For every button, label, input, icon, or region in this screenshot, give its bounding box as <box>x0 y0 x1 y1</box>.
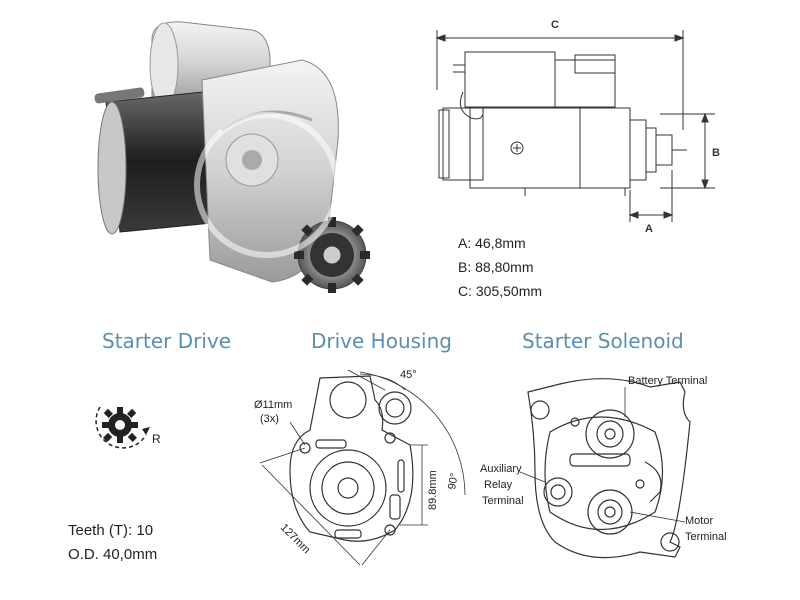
hole-size-label: Ø11mm <box>254 399 292 411</box>
starter-drive-title: Starter Drive <box>102 329 232 353</box>
dimension-b-label: B <box>712 147 720 159</box>
drive-housing-drawing: 45° 90° 89.8mm 127mm Ø11mm (3x) <box>254 369 466 566</box>
teeth-count: Teeth (T): 10 <box>68 522 154 539</box>
dimension-b-value: B: 88,80mm <box>458 259 534 275</box>
battery-terminal-label: Battery Terminal <box>628 375 707 387</box>
starter-motor-photo <box>94 21 370 293</box>
auxiliary-label-line2: Relay <box>484 479 513 491</box>
auxiliary-label-line1: Auxiliary <box>480 463 522 475</box>
pinion-gear-icon: R <box>95 406 161 449</box>
dimension-a-label: A <box>645 223 653 235</box>
starter-solenoid-title: Starter Solenoid <box>522 329 684 353</box>
hole-count-label: (3x) <box>260 413 279 425</box>
angle-45-label: 45° <box>400 369 417 381</box>
rotation-label: R <box>152 432 161 446</box>
dimension-a-value: A: 46,8mm <box>458 235 526 251</box>
outer-diameter: O.D. 40,0mm <box>68 546 158 563</box>
motor-terminal-label-line1: Motor <box>685 515 713 527</box>
dimension-c-value: C: 305,50mm <box>458 283 543 299</box>
drive-housing-title: Drive Housing <box>311 329 452 353</box>
side-view-drawing: C B A <box>435 19 720 235</box>
motor-terminal-label-line2: Terminal <box>685 531 727 543</box>
diagonal-label: 127mm <box>278 522 312 556</box>
solenoid-drawing: Battery Terminal Auxiliary Relay Termina… <box>480 375 727 559</box>
auxiliary-label-line3: Terminal <box>482 495 524 507</box>
dimension-c-label: C <box>551 19 559 31</box>
angle-90-label: 90° <box>446 472 461 490</box>
height-label: 89.8mm <box>427 470 439 510</box>
